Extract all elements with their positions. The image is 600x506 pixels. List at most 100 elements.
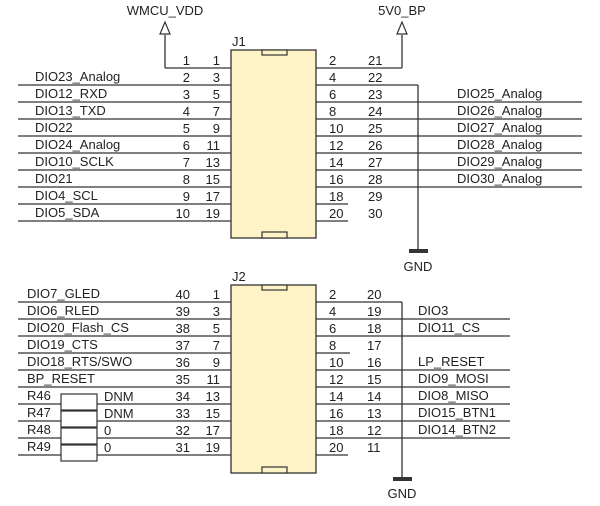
connector-pin-number: 12 [329, 138, 343, 153]
connector-pin-number: 13 [206, 155, 220, 170]
connector-pin-number: 11 [207, 138, 221, 153]
connector-pin-number: 8 [329, 104, 336, 119]
pin-number: 38 [176, 321, 190, 336]
power-label-wmcu-vdd: WMCU_VDD [127, 3, 204, 18]
connector-pin-number: 14 [329, 389, 343, 404]
connector-pin-number: 19 [206, 206, 220, 221]
net-label: DIO22 [35, 120, 73, 135]
pin-number: 1 [183, 53, 190, 68]
connector-pin-number: 7 [213, 338, 220, 353]
pin-number: 10 [176, 206, 190, 221]
resistor-value: DNM [104, 389, 134, 404]
resistor-r49 [60, 444, 98, 462]
connector-key-bottom [261, 231, 288, 239]
pin-number: 34 [176, 389, 190, 404]
ground-symbol-icon [409, 249, 428, 253]
net-label: DIO8_MISO [418, 388, 489, 403]
net-label: DIO18_RTS/SWO [27, 354, 132, 369]
net-label: DIO26_Analog [457, 103, 542, 118]
connector-pin-number: 15 [206, 172, 220, 187]
net-label: DIO12_RXD [35, 86, 107, 101]
connector-pin-number: 20 [329, 206, 343, 221]
power-arrow-icon [159, 20, 171, 35]
pin-number: 18 [367, 321, 381, 336]
net-label: R47 [27, 405, 51, 420]
connector-pin-number: 18 [329, 423, 343, 438]
connector-pin-number: 2 [329, 53, 336, 68]
power-arrow-icon [396, 20, 408, 35]
connector-key-top [261, 49, 288, 56]
connector-pin-number: 10 [329, 121, 343, 136]
pin-number: 40 [176, 287, 190, 302]
pin-number: 30 [368, 206, 382, 221]
resistor-value: 0 [104, 440, 111, 455]
net-label: DIO19_CTS [27, 337, 98, 352]
pin-number: 39 [176, 304, 190, 319]
net-label: DIO29_Analog [457, 154, 542, 169]
net-label: DIO3 [418, 303, 448, 318]
net-label: BP_RESET [27, 371, 95, 386]
resistor-r46 [60, 393, 98, 411]
connector-pin-number: 1 [213, 53, 220, 68]
pin-number: 29 [368, 189, 382, 204]
ground-label: GND [388, 486, 417, 501]
connector-pin-number: 9 [213, 121, 220, 136]
pin-number: 20 [367, 287, 381, 302]
connector-pin-number: 7 [213, 104, 220, 119]
connector-pin-number: 3 [213, 304, 220, 319]
ground-symbol-icon [393, 477, 412, 481]
pin-number: 22 [368, 70, 382, 85]
pin-number: 7 [183, 155, 190, 170]
net-label: DIO9_MOSI [418, 371, 489, 386]
pin-number: 32 [176, 423, 190, 438]
net-label: DIO30_Analog [457, 171, 542, 186]
net-label: LP_RESET [418, 354, 485, 369]
pin-number: 12 [367, 423, 381, 438]
pin-number: 9 [183, 189, 190, 204]
connector-pin-number: 4 [329, 70, 336, 85]
pin-number: 8 [183, 172, 190, 187]
pin-number: 24 [368, 104, 382, 119]
connector-ref: J1 [232, 34, 246, 49]
pin-number: 3 [183, 87, 190, 102]
resistor-value: DNM [104, 406, 134, 421]
connector-pin-number: 18 [329, 189, 343, 204]
connector-pin-number: 1 [213, 287, 220, 302]
connector-pin-number: 4 [329, 304, 336, 319]
net-label: DIO28_Analog [457, 137, 542, 152]
pin-number: 19 [367, 304, 381, 319]
net-label: DIO14_BTN2 [418, 422, 496, 437]
pin-number: 5 [183, 121, 190, 136]
pin-number: 36 [176, 355, 190, 370]
resistor-value: 0 [104, 423, 111, 438]
pin-number: 33 [176, 406, 190, 421]
pin-number: 13 [367, 406, 381, 421]
net-label: DIO15_BTN1 [418, 405, 496, 420]
connector-ref: J2 [232, 269, 246, 284]
pin-number: 16 [367, 355, 381, 370]
ground-label: GND [404, 259, 433, 274]
resistor-r48 [60, 427, 98, 445]
connector-pin-number: 16 [329, 406, 343, 421]
connector-pin-number: 5 [213, 321, 220, 336]
pin-number: 17 [367, 338, 381, 353]
connector-body-j1 [230, 49, 317, 239]
connector-pin-number: 2 [329, 287, 336, 302]
connector-pin-number: 16 [329, 172, 343, 187]
connector-pin-number: 10 [329, 355, 343, 370]
pin-number: 21 [368, 53, 382, 68]
net-label: DIO25_Analog [457, 86, 542, 101]
net-label: R46 [27, 388, 51, 403]
connector-pin-number: 5 [213, 87, 220, 102]
pin-number: 6 [183, 138, 190, 153]
connector-pin-number: 6 [329, 321, 336, 336]
connector-pin-number: 14 [329, 155, 343, 170]
net-label: DIO20_Flash_CS [27, 320, 129, 335]
net-label: DIO6_RLED [27, 303, 99, 318]
net-label: R49 [27, 439, 51, 454]
net-label: DIO27_Analog [457, 120, 542, 135]
resistor-r47 [60, 410, 98, 428]
net-label: DIO24_Analog [35, 137, 120, 152]
net-label: DIO5_SDA [35, 205, 100, 220]
pin-number: 35 [176, 372, 190, 387]
